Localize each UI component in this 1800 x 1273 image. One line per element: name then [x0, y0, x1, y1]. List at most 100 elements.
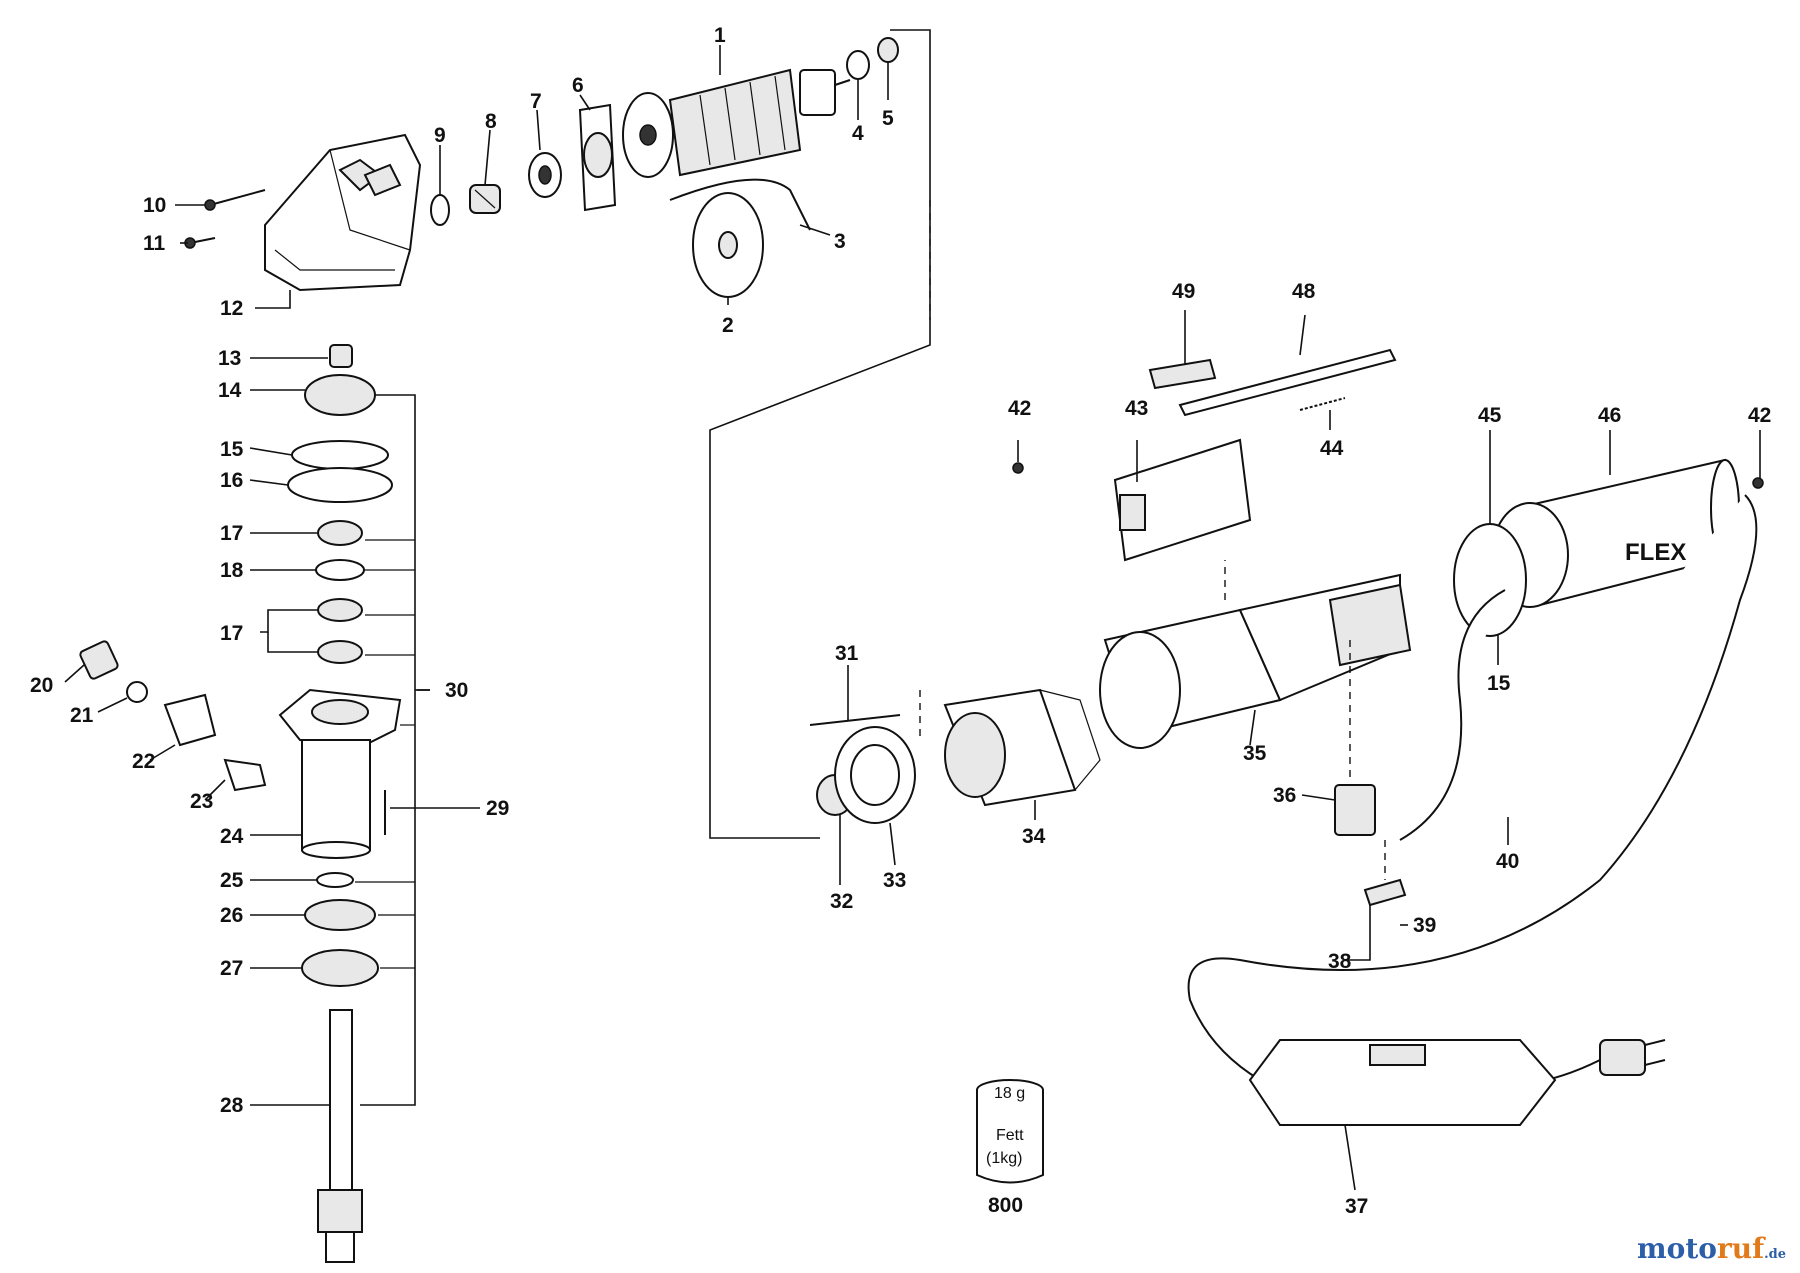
gasket-part	[287, 467, 393, 503]
spindle-housing-part	[278, 688, 402, 859]
brush-plate-part	[1113, 438, 1252, 562]
power-cord-part	[1187, 494, 1758, 1086]
part-label: 6	[572, 74, 584, 97]
lock-nut-part	[301, 949, 379, 987]
part-label: 15	[1487, 672, 1511, 695]
part-label: 42	[1748, 404, 1771, 427]
part-label: 17	[220, 622, 243, 645]
switch-knob-part	[1148, 358, 1217, 390]
part-label: 42	[1008, 397, 1031, 420]
part-label: 28	[220, 1094, 244, 1117]
part-label: 29	[486, 797, 509, 820]
part-label: 38	[1328, 950, 1352, 973]
part-label: 24	[220, 825, 244, 848]
watermark-part2: ruf	[1716, 1232, 1765, 1265]
nut-part	[329, 344, 353, 368]
spring-part	[1299, 397, 1346, 411]
flange-part	[578, 103, 617, 212]
gear-housing-part	[264, 133, 422, 292]
motor-housing-part	[1099, 573, 1412, 749]
part-label: 33	[883, 869, 906, 892]
part-label: 37	[1345, 1195, 1368, 1218]
part-label: 2	[722, 314, 734, 337]
part-label: 46	[1598, 404, 1621, 427]
part-label: 45	[1478, 404, 1502, 427]
washer-part	[430, 194, 450, 226]
rcd-box-part	[1248, 1039, 1557, 1126]
part-label: 800	[988, 1194, 1023, 1217]
part-label: 43	[1125, 397, 1148, 420]
part-label: 1	[714, 24, 726, 47]
part-label: 11	[143, 232, 166, 255]
plug-part	[1599, 1039, 1666, 1076]
screw-part	[184, 189, 266, 249]
grease-can-part	[976, 1079, 1044, 1184]
cable-clamp-part	[1363, 878, 1407, 907]
part-label: 13	[218, 347, 241, 370]
part-label: 26	[220, 904, 243, 927]
part-label: 22	[132, 750, 155, 773]
seal-ring-part	[317, 640, 363, 664]
spindle-part	[317, 1009, 363, 1263]
switch-rod-part	[1178, 348, 1397, 417]
grease-amount-label: 18 g	[994, 1085, 1025, 1102]
bracket-line-30	[360, 394, 416, 1106]
part-label: 49	[1172, 280, 1195, 303]
part-label: 4	[852, 122, 864, 145]
part-label: 31	[835, 642, 859, 665]
part-label: 25	[220, 869, 244, 892]
bearing-part	[528, 152, 562, 198]
part-label: 32	[830, 890, 853, 913]
bearing-part	[304, 899, 376, 931]
o-ring-part	[291, 440, 389, 470]
pinion-part	[469, 184, 501, 214]
part-label: 14	[218, 379, 242, 402]
watermark-part1: moto	[1637, 1232, 1717, 1265]
group-30-leaders	[355, 539, 415, 969]
bevel-gear-part	[304, 374, 376, 416]
frame-line-top	[709, 29, 931, 839]
part-label: 5	[882, 107, 894, 130]
part-label: 23	[190, 790, 213, 813]
circlip-part	[316, 872, 354, 888]
circlip-part	[315, 559, 365, 581]
bolt-part	[809, 714, 901, 726]
gear-wheel-part	[692, 192, 764, 298]
switch-part	[1334, 784, 1376, 836]
part-label: 3	[834, 230, 846, 253]
part-label: 15	[220, 438, 244, 461]
part-label: 17	[220, 522, 243, 545]
grease-name-label: Fett	[996, 1127, 1024, 1144]
part-label: 34	[1022, 825, 1046, 848]
part-label: 27	[220, 957, 243, 980]
stator-part	[943, 688, 1101, 807]
part-label: 20	[30, 674, 53, 697]
motor-brand-label: FLEX	[1625, 539, 1686, 566]
seal-ring-part	[317, 598, 363, 622]
water-fitting-part	[79, 640, 267, 792]
screw-part	[1012, 462, 1024, 474]
part-label: 7	[530, 90, 542, 113]
part-label: 12	[220, 297, 243, 320]
bearing-part-small	[846, 50, 870, 80]
seal-ring-part	[317, 520, 363, 546]
part-label: 16	[220, 469, 243, 492]
part-label: 8	[485, 110, 497, 133]
screw-part	[1752, 477, 1764, 489]
part-label: 18	[220, 559, 244, 582]
watermark-suffix: .de	[1764, 1247, 1786, 1262]
part-label: 39	[1413, 914, 1436, 937]
part-label: 44	[1320, 437, 1344, 460]
part-label: 21	[70, 704, 94, 727]
part-label: 30	[445, 679, 468, 702]
armature-part	[622, 68, 851, 178]
part-label: 36	[1273, 784, 1296, 807]
leader-lines	[64, 45, 1761, 1191]
part-labels: 1 2 3 4 5 6 7 8 9 10 11 12 13 14 15 16 1…	[30, 24, 1771, 1218]
part-label: 40	[1496, 850, 1519, 873]
site-watermark: motoruf.de	[1637, 1232, 1786, 1265]
part-label: 9	[434, 124, 446, 147]
grease-pack-label: (1kg)	[986, 1150, 1022, 1167]
part-label: 10	[143, 194, 166, 217]
